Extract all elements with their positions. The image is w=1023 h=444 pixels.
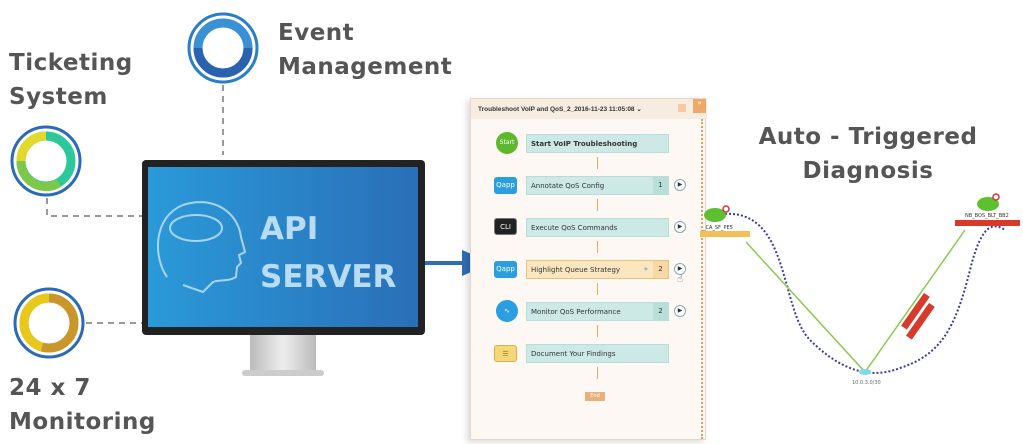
path-dashed [724, 212, 1006, 374]
cursor-icon: ☝ [677, 274, 684, 285]
right-node-label: NB_BOS_BLT_BB2 [965, 213, 1009, 219]
panel-splitter[interactable] [701, 119, 704, 439]
qapp-icon: Qapp [494, 261, 517, 278]
pulse-icon: ∿ [496, 300, 518, 322]
forward-icon: » [643, 265, 648, 273]
dropdown-icon[interactable]: ⌄ [636, 106, 642, 113]
qapp-icon: Qapp [494, 177, 517, 194]
monitor-base [242, 370, 324, 376]
collapse-icon[interactable]: » [693, 99, 706, 113]
step-document-findings[interactable]: Document Your Findings [526, 344, 669, 363]
play-button[interactable]: ▶ [674, 263, 686, 275]
router-icon [704, 208, 726, 222]
restore-icon[interactable] [678, 104, 686, 112]
ticketing-ring-icon [10, 125, 82, 197]
subnet-node-icon [859, 369, 871, 375]
runbook-title: Troubleshoot VoIP and QoS_2_2016-11-23 1… [478, 106, 635, 113]
play-button[interactable]: ▶ [674, 305, 686, 317]
start-icon: Start [496, 132, 518, 154]
monitoring-ring-icon [13, 287, 85, 359]
play-button[interactable]: ▶ [674, 221, 686, 233]
runbook-header: Troubleshoot VoIP and QoS_2_2016-11-23 1… [471, 99, 707, 119]
topology-diagram: _CA_SF_PE5 NB_BOS_BLT_BB2 10.0.3.0/30 [700, 193, 1020, 386]
runbook-panel: Troubleshoot VoIP and QoS_2_2016-11-23 1… [470, 98, 707, 440]
step-highlight-queue[interactable]: Highlight Queue Strategy»2 [526, 260, 669, 279]
cli-icon: CLI [494, 218, 517, 235]
alert-bar [901, 292, 930, 330]
alert-bar [906, 302, 935, 340]
monitor-stand [250, 335, 316, 373]
document-icon: ☰ [494, 345, 517, 362]
head-brain-icon [156, 201, 247, 294]
play-button[interactable]: ▶ [674, 179, 686, 191]
router-icon [977, 197, 999, 211]
left-node-label: _CA_SF_PE5 [702, 225, 733, 231]
step-start[interactable]: Start VoIP Troubleshooting [526, 134, 669, 153]
step-execute-qos[interactable]: Execute QoS Commands [526, 218, 669, 237]
subnet-label: 10.0.3.0/30 [852, 380, 881, 386]
event-management-ring-icon [187, 12, 259, 84]
end-badge: End [585, 392, 605, 401]
